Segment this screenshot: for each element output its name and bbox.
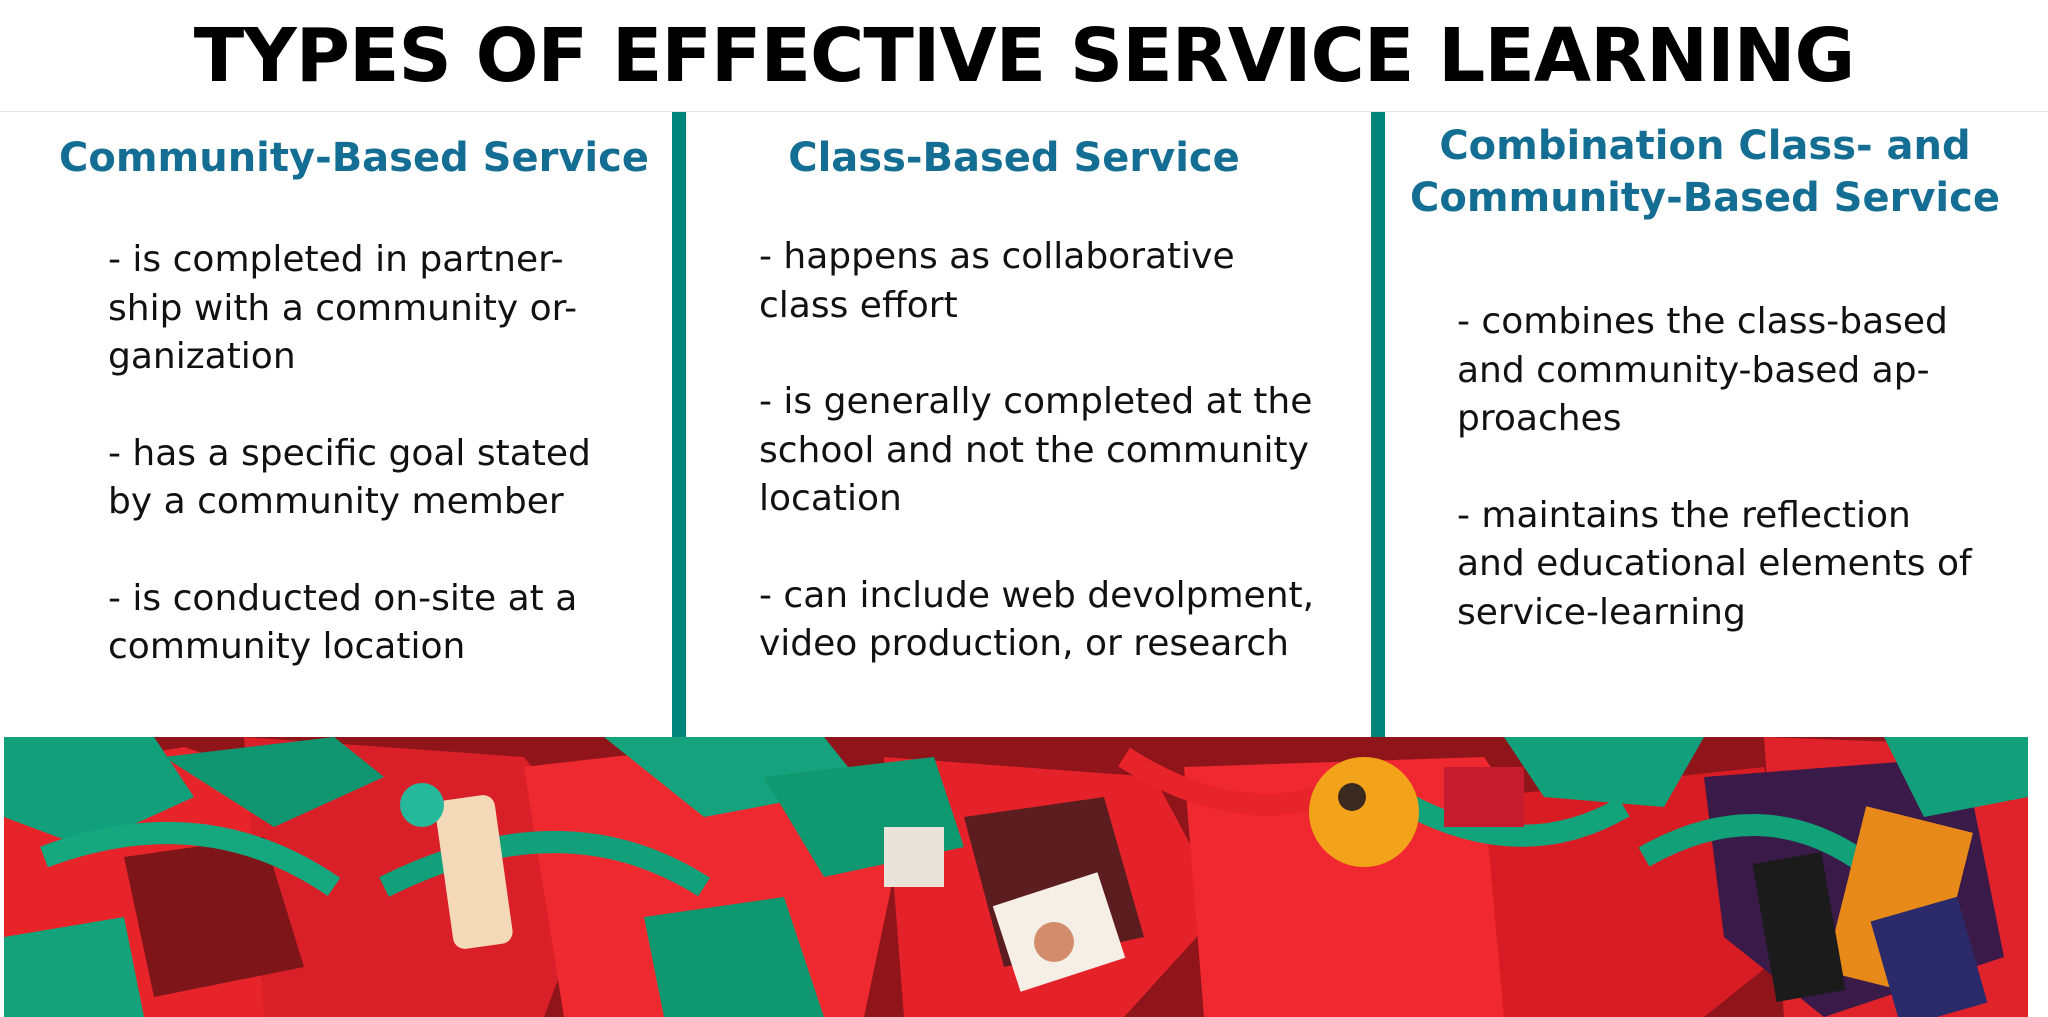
tote-bags-illustration xyxy=(4,737,2028,1017)
column-heading-class-based: Class-Based Service xyxy=(788,135,1240,181)
column-heading-community-based: Community-Based Service xyxy=(59,135,649,181)
bullet-list: - happens as collaborative class effort … xyxy=(759,233,1359,717)
bullet-item: - maintains the reflection and education… xyxy=(1457,494,1972,633)
bullet-list: - is completed in partner- ship with a c… xyxy=(108,236,668,720)
page-title: TYPES OF EFFECTIVE SERVICE LEARNING xyxy=(193,12,1856,99)
column-heading-combination: Combination Class- and Community-Based S… xyxy=(1410,123,2000,221)
tote-bags-photo xyxy=(4,737,2028,1017)
bullet-item: - is generally completed at the school a… xyxy=(759,381,1313,519)
bullet-item: - is conducted on-site at a community lo… xyxy=(108,577,578,668)
bullet-item: - is completed in partner- ship with a c… xyxy=(108,239,578,377)
bullet-list: - combines the class-based and community… xyxy=(1457,298,2037,685)
column-divider xyxy=(1371,112,1385,737)
bullet-item: - can include web devolpment, video prod… xyxy=(759,574,1315,665)
column-community-based: Community-Based Service - is completed i… xyxy=(0,112,672,736)
title-divider xyxy=(0,111,2048,112)
bullet-item: - happens as collaborative class effort xyxy=(759,236,1235,326)
column-combination: Combination Class- and Community-Based S… xyxy=(1385,112,2048,736)
column-class-based: Class-Based Service - happens as collabo… xyxy=(686,112,1371,736)
bullet-item: - has a specific goal stated by a commun… xyxy=(108,432,591,523)
column-divider xyxy=(672,112,686,737)
bullet-item: - combines the class-based and community… xyxy=(1457,301,1948,439)
